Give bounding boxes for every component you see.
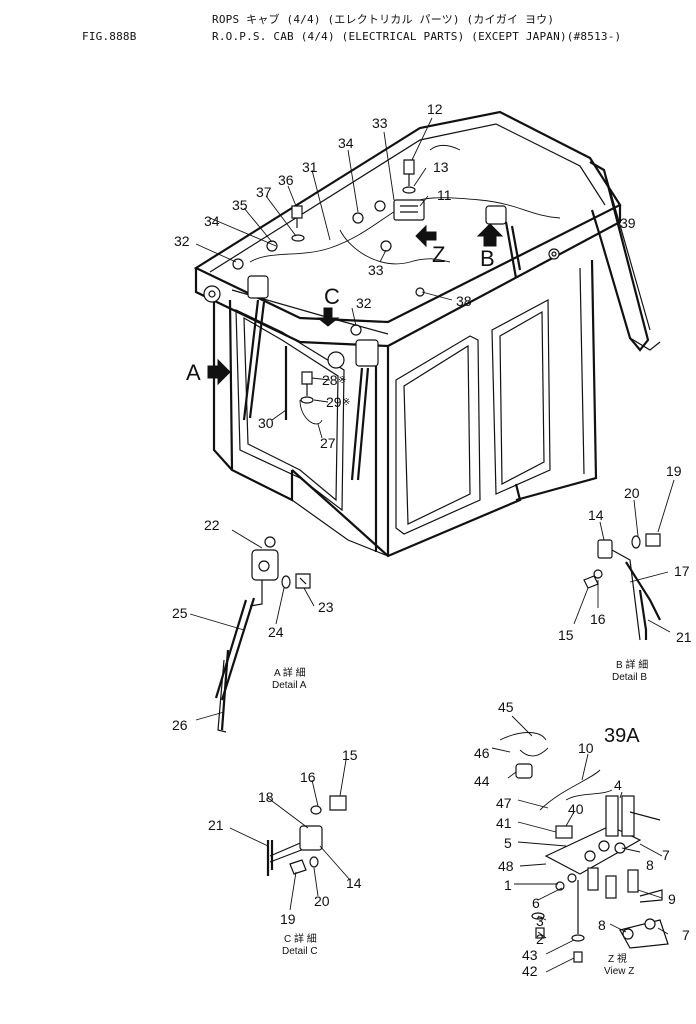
detail-labels: A 詳 細 Detail A B 詳 細 Detail B C 詳 細 Deta…	[272, 658, 648, 977]
view-arrow-c-icon	[316, 307, 340, 327]
callout-36: 36	[278, 172, 294, 188]
callout-8: 8	[646, 857, 654, 873]
detail-a-en: Detail A	[272, 680, 307, 691]
view-arrow-a-icon	[207, 358, 231, 386]
callout-15b: 15	[342, 747, 358, 763]
callout-17: 17	[674, 563, 690, 579]
view-z-jp: Z 視	[608, 952, 627, 965]
view-arrow-b-icon	[476, 223, 504, 247]
detail-b-en: Detail B	[612, 672, 647, 683]
callout-1: 1	[504, 877, 512, 893]
callout-31: 31	[302, 159, 318, 175]
callout-38: 38	[456, 293, 472, 309]
callout-44: 44	[474, 773, 490, 789]
mark-29: ※	[342, 397, 350, 408]
view-letters: A B C Z 39A	[186, 242, 640, 747]
detail-b-jp: B 詳 細	[616, 658, 648, 671]
callout-13: 13	[433, 159, 449, 175]
view-letter-c: C	[324, 284, 340, 309]
callout-45: 45	[498, 699, 514, 715]
callout-19b: 19	[280, 911, 296, 927]
view-letter-z: Z	[432, 242, 445, 267]
callout-4: 4	[614, 777, 622, 793]
callout-47: 47	[496, 795, 512, 811]
callout-3: 3	[536, 913, 544, 929]
callout-33: 33	[372, 115, 388, 131]
header-title-en: R.O.P.S. CAB (4/4) (ELECTRICAL PARTS) (E…	[212, 30, 622, 43]
callout-48: 48	[498, 858, 514, 874]
callout-7: 7	[662, 847, 670, 863]
view-letter-b: B	[480, 246, 495, 271]
callout-24: 24	[268, 624, 284, 640]
detail-c-jp: C 詳 細	[284, 932, 317, 945]
callout-18: 18	[258, 789, 274, 805]
callout-40: 40	[568, 801, 584, 817]
callout-29: 29	[326, 394, 342, 410]
view-z-en: View Z	[604, 966, 634, 977]
callout-16b: 16	[300, 769, 316, 785]
callout-15: 15	[558, 627, 574, 643]
callout-34b: 34	[204, 213, 220, 229]
callout-26: 26	[172, 717, 188, 733]
callout-30: 30	[258, 415, 274, 431]
callout-41: 41	[496, 815, 512, 831]
callout-33b: 33	[368, 262, 384, 278]
callout-12: 12	[427, 101, 443, 117]
callout-25: 25	[172, 605, 188, 621]
detail-a-drawing	[214, 536, 311, 733]
callout-16: 16	[590, 611, 606, 627]
callout-35: 35	[232, 197, 248, 213]
cab-assembly	[193, 110, 661, 558]
view-letter-a: A	[186, 360, 201, 385]
callout-5: 5	[504, 835, 512, 851]
detail-c-en: Detail C	[282, 946, 318, 957]
callout-9: 9	[668, 891, 676, 907]
callout-14b: 14	[346, 875, 362, 891]
callout-8b: 8	[598, 917, 606, 933]
callout-28: 28	[322, 372, 338, 388]
detail-c-drawing	[266, 795, 347, 876]
callout-20: 20	[624, 485, 640, 501]
header-title-jp: ROPS キャブ (4/4) (エレクトリカル パーツ) (カイガイ ヨウ)	[212, 13, 555, 26]
callout-21b: 21	[208, 817, 224, 833]
view-label-39a: 39A	[604, 725, 640, 747]
callout-11: 11	[437, 187, 452, 203]
callout-46: 46	[474, 745, 490, 761]
callout-7b: 7	[682, 927, 690, 943]
callout-27: 27	[320, 435, 336, 451]
callout-32: 32	[174, 233, 190, 249]
callout-20b: 20	[314, 893, 330, 909]
leader-lines	[189, 117, 675, 973]
callout-43: 43	[522, 947, 538, 963]
view-z-drawing	[499, 732, 669, 963]
detail-a-jp: A 詳 細	[274, 666, 306, 679]
callout-10: 10	[578, 740, 594, 756]
callout-14: 14	[588, 507, 604, 523]
view-arrow-z-icon	[415, 224, 437, 248]
detail-b-drawing	[583, 533, 661, 641]
callout-32b: 32	[356, 295, 372, 311]
callout-21: 21	[676, 629, 692, 645]
callout-22: 22	[204, 517, 220, 533]
callout-37: 37	[256, 184, 272, 200]
mark-28: ※	[338, 375, 346, 386]
callout-19: 19	[666, 463, 682, 479]
callout-42: 42	[522, 963, 538, 979]
callout-2: 2	[536, 931, 544, 947]
callout-23: 23	[318, 599, 334, 615]
callout-numbers: 12 13 11 33 34 31 36 37 35 34 32 39 33 3…	[172, 101, 692, 979]
callout-34: 34	[338, 135, 354, 151]
figure-number: FIG.888B	[82, 30, 137, 43]
callout-39: 39	[620, 215, 636, 231]
callout-6: 6	[532, 895, 540, 911]
